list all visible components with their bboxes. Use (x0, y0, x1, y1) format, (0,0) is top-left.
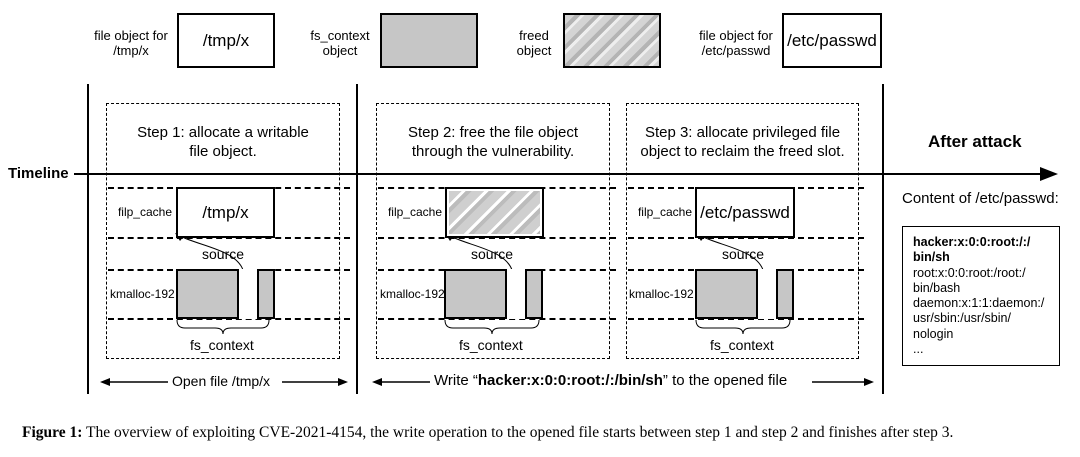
figure-caption: Figure 1: The overview of exploiting CVE… (22, 424, 953, 442)
legend-file-passwd-label: file object for /etc/passwd (699, 28, 773, 58)
step1-frame (106, 103, 340, 359)
step3-kmalloc-label: kmalloc-192 (629, 287, 694, 301)
step1-title: Step 1: allocate a writable file object. (137, 124, 309, 160)
slab-line (378, 318, 616, 320)
legend-freed-label: freed object (516, 28, 552, 58)
step1-file-object: /tmp/x (176, 187, 275, 238)
step2-fs-context-object (444, 269, 543, 319)
step2-freed-object (445, 187, 544, 238)
write-label-prefix: Write “ (434, 372, 478, 389)
legend-fs-context-box (380, 13, 478, 68)
write-label-payload: hacker:x:0:0:root:/:/bin/sh (477, 372, 663, 389)
step1-fs-context-label: fs_context (190, 337, 254, 353)
step2-source-arrow (449, 235, 513, 271)
step1-source-arrow (179, 235, 244, 271)
step1-source-label: source (202, 246, 245, 262)
step3-file-object: /etc/passwd (695, 187, 795, 238)
legend-file-passwd-box: /etc/passwd (782, 13, 882, 68)
step2-title: Step 2: free the file object through the… (407, 124, 579, 160)
step1-brace (176, 319, 270, 335)
step2-freed-pattern (449, 191, 540, 234)
figure-caption-text: The overview of exploiting CVE-2021-4154… (82, 424, 954, 441)
legend-fs-context-label: fs_context object (310, 28, 370, 58)
passwd-line: ... (913, 342, 924, 357)
separator-line-3 (882, 84, 884, 394)
step1-file-object-text: /tmp/x (202, 203, 249, 222)
separator-line-1 (87, 84, 89, 394)
step3-file-object-text: /etc/passwd (700, 203, 790, 222)
slab-line (628, 318, 864, 320)
write-arrowhead-left (372, 378, 382, 386)
write-arrowhead-right (864, 378, 874, 386)
legend-file-tmp-label: file object for /tmp/x (94, 28, 168, 58)
timeline-arrow-head (1040, 167, 1058, 181)
step3-fs-context-object (695, 269, 794, 319)
open-file-arrowhead-left (100, 378, 110, 386)
legend-freed-box (563, 13, 661, 68)
step3-source-arrow (700, 235, 764, 271)
legend-file-tmp-box: /tmp/x (177, 13, 275, 68)
open-file-arrowhead-right (338, 378, 348, 386)
write-label: Write “hacker:x:0:0:root:/:/bin/sh” to t… (434, 373, 787, 388)
step3-fs-context-label: fs_context (710, 337, 774, 353)
figure-caption-label: Figure 1: (22, 424, 83, 441)
step3-filp-cache-label: filp_cache (637, 205, 692, 219)
passwd-line-bold: bin/sh (913, 250, 950, 265)
step3-brace (695, 319, 791, 335)
write-label-suffix: ” to the opened file (662, 372, 788, 389)
passwd-content-box: hacker:x:0:0:root:/:/ bin/sh root:x:0:0:… (902, 226, 1060, 366)
step2-fs-context-label: fs_context (459, 337, 523, 353)
step2-source-label: source (471, 246, 514, 262)
step2-frame (376, 103, 610, 359)
slab-line (108, 237, 350, 239)
step3-fs-context-slot (756, 269, 778, 319)
slab-line (108, 318, 350, 320)
slab-line (628, 237, 864, 239)
passwd-line: nologin (913, 326, 954, 341)
passwd-line: bin/bash (913, 280, 961, 295)
step1-filp-cache-label: filp_cache (117, 205, 172, 219)
step2-filp-cache-label: filp_cache (387, 205, 442, 219)
legend-file-tmp-text: /tmp/x (202, 31, 250, 50)
step2-kmalloc-label: kmalloc-192 (380, 287, 445, 301)
passwd-line: usr/sbin:/usr/sbin/ (913, 311, 1011, 326)
legend-file-passwd-text: /etc/passwd (787, 31, 877, 50)
step3-source-label: source (722, 246, 765, 262)
separator-line-2 (356, 84, 358, 394)
slab-line (378, 237, 616, 239)
step2-brace (444, 319, 540, 335)
passwd-line: daemon:x:1:1:daemon:/ (913, 296, 1045, 311)
passwd-line: root:x:0:0:root:/root:/ (913, 265, 1026, 280)
timeline-label: Timeline (8, 165, 69, 182)
passwd-content-label: Content of /etc/passwd: (902, 190, 1059, 207)
step3-frame (626, 103, 859, 359)
step3-title: Step 3: allocate privileged file object … (640, 124, 845, 160)
step1-fs-context-slot (237, 269, 259, 319)
open-file-label: Open file /tmp/x (172, 373, 271, 389)
step2-fs-context-slot (505, 269, 527, 319)
step1-fs-context-object (176, 269, 275, 319)
passwd-line-bold: hacker:x:0:0:root:/:/ (913, 235, 1031, 249)
after-attack-label: After attack (928, 132, 1022, 151)
step1-kmalloc-label: kmalloc-192 (110, 287, 175, 301)
